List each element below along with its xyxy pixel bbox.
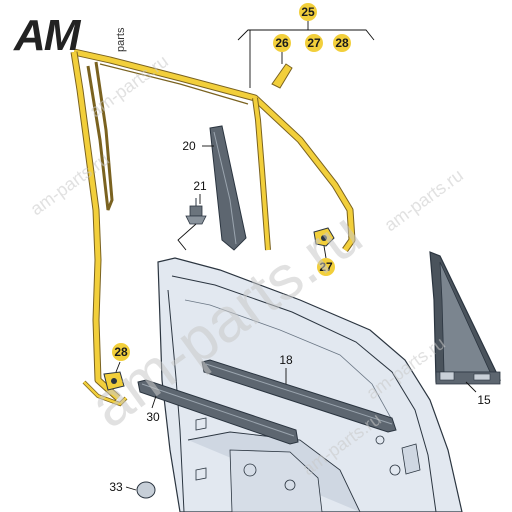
callout-28-top: 28	[335, 36, 349, 50]
callout-27: 27	[319, 260, 333, 274]
logo-suffix: parts	[115, 27, 127, 52]
window-strip-part-30	[137, 379, 299, 445]
callout-highlights	[112, 3, 351, 361]
window-strip-part-18	[201, 359, 397, 433]
callout-33: 33	[109, 480, 123, 494]
clip-part-27	[313, 227, 335, 247]
clip-part-26	[271, 63, 293, 89]
callout-20: 20	[182, 139, 196, 153]
plug-part-33	[136, 481, 156, 499]
callout-18: 18	[279, 353, 293, 367]
clip-part-28	[103, 371, 125, 391]
callout-labels: 25 26 27 28 20 21 27 28 18 30 15 33	[109, 5, 491, 494]
callout-27-top: 27	[307, 36, 321, 50]
logo-mark: AM	[13, 11, 82, 60]
watermark-text: am-parts.ru	[381, 165, 467, 235]
clip-part-21	[185, 198, 207, 225]
brand-logo: AM parts	[13, 11, 127, 60]
window-seal-frame	[70, 48, 356, 407]
callout-15: 15	[477, 393, 491, 407]
leader-lines	[115, 20, 477, 491]
callout-25: 25	[301, 5, 315, 19]
callout-30: 30	[146, 410, 160, 424]
callout-28: 28	[114, 345, 128, 359]
watermark-text: am-parts.ru	[27, 149, 113, 219]
door-panel	[157, 257, 463, 512]
callout-21: 21	[193, 179, 207, 193]
pillar-trim-part-20	[209, 125, 247, 251]
quarter-window-part-15	[429, 251, 501, 385]
callout-26: 26	[275, 36, 289, 50]
